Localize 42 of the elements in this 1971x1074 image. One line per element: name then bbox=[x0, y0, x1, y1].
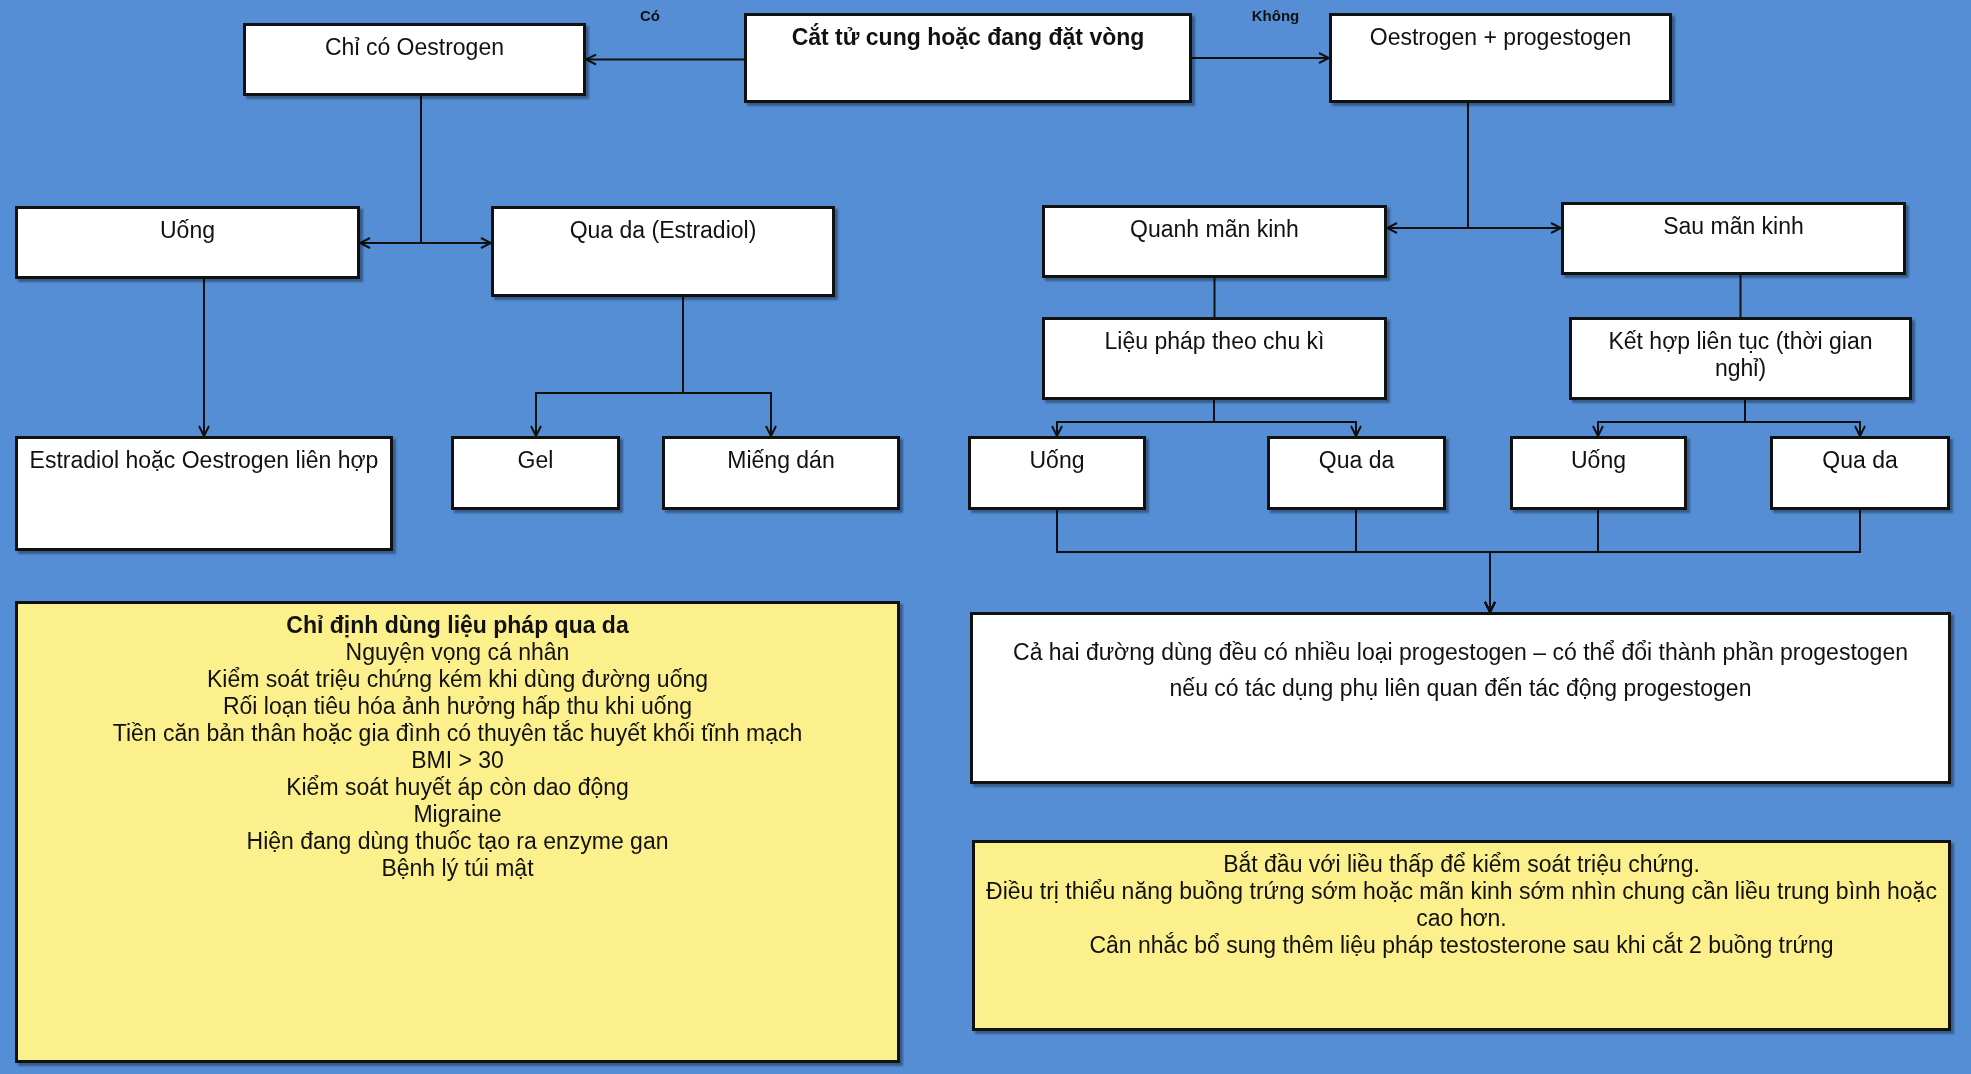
process-box: Uống bbox=[15, 206, 360, 279]
note-text: Nguyện vọng cá nhân bbox=[344, 639, 571, 666]
arrow bbox=[1467, 102, 1562, 234]
arrow bbox=[1484, 509, 1861, 613]
arrow bbox=[198, 278, 210, 437]
advice-panel bbox=[972, 840, 1951, 1031]
note-text: Cả hai đường dùng đều có nhiều loại progestogen – có thể đổi thành phần progestogen nếu có tác dụng phụ liên quan đến tác động progestogen bbox=[1012, 638, 1909, 703]
criteria-panel bbox=[15, 601, 900, 1063]
note-text: Tiền căn bản thân hoặc gia đình có thuyên tắc huyết khối tĩnh mạch bbox=[111, 720, 804, 747]
process-box: Uống bbox=[968, 436, 1146, 510]
process-box: Sau mãn kinh bbox=[1561, 202, 1906, 275]
process-box: Estradiol hoặc Oestrogen liên hợp bbox=[15, 436, 393, 551]
arrow bbox=[420, 95, 492, 249]
note-text: Bắt đầu với liều thấp để kiểm soát triệu chứng. bbox=[1222, 851, 1701, 878]
note-text: Điều trị thiểu năng buồng trứng sớm hoặc mãn kinh sớm nhìn chung cần liều trung bình hoặc cao hơn. bbox=[985, 878, 1938, 932]
arrow bbox=[682, 296, 777, 437]
arrow bbox=[1213, 399, 1362, 437]
note-text: Cân nhắc bổ sung thêm liệu pháp testosterone sau khi cắt 2 buồng trứng bbox=[1088, 932, 1835, 959]
note-box bbox=[970, 612, 1951, 784]
process-box: Liệu pháp theo chu kì bbox=[1042, 317, 1387, 400]
process-box: Miếng dán bbox=[662, 436, 900, 510]
process-box: Qua da bbox=[1770, 436, 1950, 510]
note-text: Bệnh lý túi mật bbox=[380, 855, 535, 882]
panel-heading: Chỉ định dùng liệu pháp qua da bbox=[285, 612, 630, 639]
process-box: Cắt tử cung hoặc đang đặt vòng bbox=[744, 13, 1192, 103]
arrow bbox=[585, 53, 745, 66]
process-box: Quanh mãn kinh bbox=[1042, 205, 1387, 278]
process-box: Qua da (Estradiol) bbox=[491, 206, 835, 297]
process-box: Kết hợp liên tục (thời gian nghỉ) bbox=[1569, 317, 1912, 400]
note-text: BMI > 30 bbox=[410, 747, 505, 774]
note-text: Migraine bbox=[412, 801, 503, 828]
note-text: Kiểm soát huyết áp còn dao động bbox=[285, 774, 630, 801]
note-text: Hiện đang dùng thuốc tạo ra enzyme gan bbox=[245, 828, 670, 855]
process-box: Qua da bbox=[1267, 436, 1446, 510]
note-text: Rối loạn tiêu hóa ảnh hưởng hấp thu khi uống bbox=[221, 693, 694, 720]
arrow bbox=[1744, 399, 1866, 437]
process-box: Gel bbox=[451, 436, 620, 510]
note-text: Kiểm soát triệu chứng kém khi dùng đường uống bbox=[205, 666, 710, 693]
process-box: Chỉ có Oestrogen bbox=[243, 23, 586, 96]
process-box: Uống bbox=[1510, 436, 1687, 510]
process-box: Oestrogen + progestogen bbox=[1329, 13, 1672, 103]
arrow bbox=[1191, 52, 1330, 64]
